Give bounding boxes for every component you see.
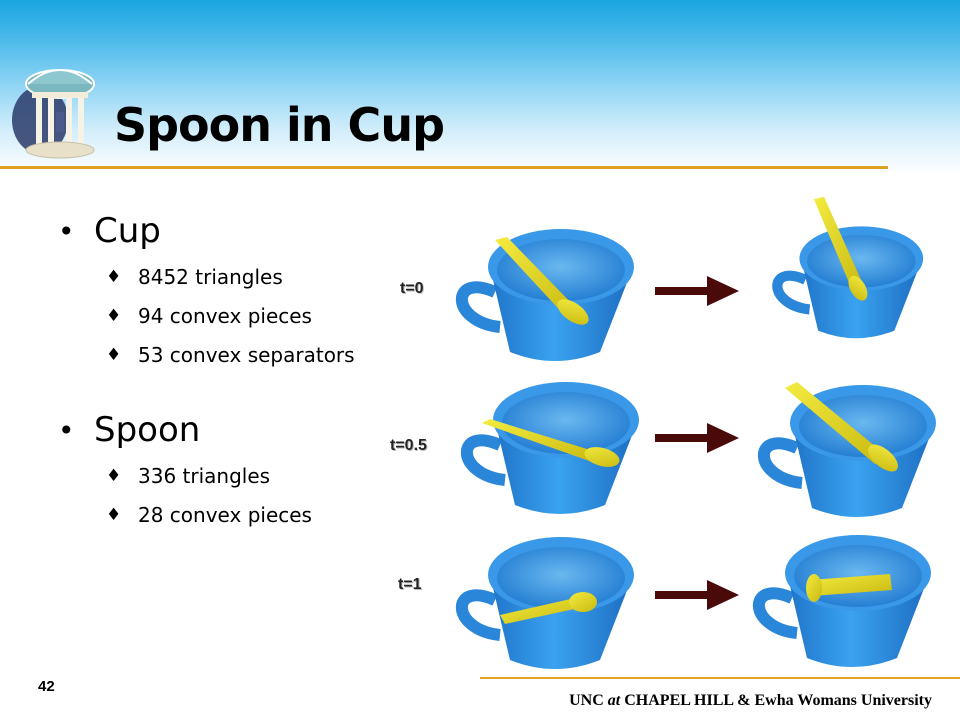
- title-divider: [0, 166, 888, 169]
- sub-bullet: ♦ 53 convex separators: [58, 335, 393, 374]
- diamond-icon: ♦: [106, 266, 122, 287]
- sub-bullet: ♦ 336 triangles: [58, 456, 393, 495]
- bullet-dot-icon: •: [58, 413, 75, 447]
- cup-render-t1-after: [752, 535, 931, 667]
- sub-bullet: ♦ 8452 triangles: [58, 257, 393, 296]
- sub-bullet-text: 336 triangles: [138, 463, 271, 488]
- sub-bullet: ♦ 28 convex pieces: [58, 495, 393, 534]
- diamond-icon: ♦: [106, 344, 122, 365]
- header-gradient: [0, 0, 960, 175]
- footer-text-part: CHAPEL HILL & Ewha Womans University: [620, 692, 932, 709]
- footer-institution: UNC at CHAPEL HILL & Ewha Womans Univers…: [569, 692, 932, 710]
- diamond-icon: ♦: [106, 465, 122, 486]
- slide-title: Spoon in Cup: [114, 98, 445, 152]
- bullet-spoon: • Spoon: [58, 404, 393, 456]
- cup-render-t1-before: [455, 537, 634, 669]
- footer-text-part: UNC: [569, 692, 608, 709]
- cup-render-t0-after: [772, 196, 924, 339]
- right-arrow-icon: [655, 276, 739, 306]
- right-arrow-icon: [655, 580, 739, 610]
- bullet-list: • Cup ♦ 8452 triangles ♦ 94 convex piece…: [58, 205, 393, 534]
- right-arrow-icon: [655, 423, 739, 453]
- old-well-logo: [12, 69, 95, 159]
- time-label: t=0.5: [390, 437, 427, 454]
- bullet-cup: • Cup: [58, 205, 393, 257]
- cup-render-t05-after: [757, 382, 936, 517]
- time-label: t=0: [400, 280, 424, 297]
- sub-bullet-text: 28 convex pieces: [138, 502, 312, 527]
- bullet-label: Cup: [94, 211, 161, 251]
- sub-bullet-text: 94 convex pieces: [138, 303, 312, 328]
- sub-bullet-text: 8452 triangles: [138, 264, 283, 289]
- page-number: 42: [38, 678, 55, 695]
- cup-render-t0-before: [455, 229, 634, 361]
- footer-text-at: at: [607, 692, 621, 709]
- diamond-icon: ♦: [106, 504, 122, 525]
- diamond-icon: ♦: [106, 305, 122, 326]
- sub-bullet-text: 53 convex separators: [138, 342, 355, 367]
- sub-bullet: ♦ 94 convex pieces: [58, 296, 393, 335]
- bullet-label: Spoon: [94, 410, 201, 450]
- footer-divider: [480, 677, 960, 679]
- time-label: t=1: [398, 576, 422, 593]
- bullet-dot-icon: •: [58, 214, 75, 248]
- cup-render-t05-before: [460, 382, 639, 514]
